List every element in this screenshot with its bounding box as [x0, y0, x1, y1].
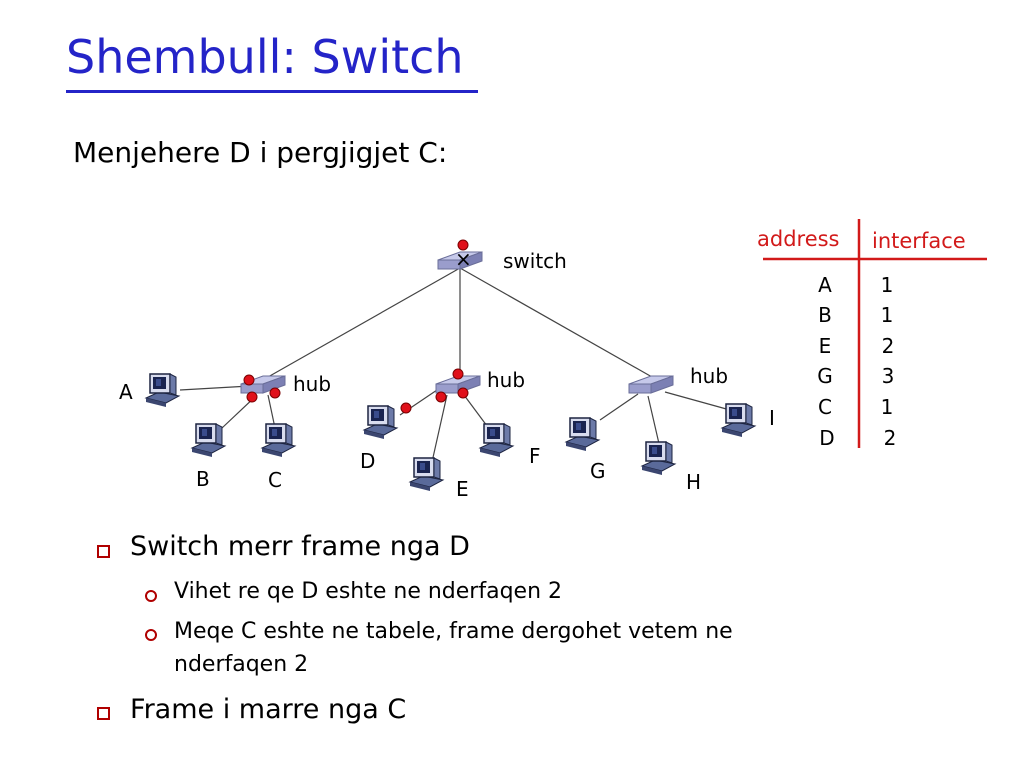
host-i-computer-icon	[721, 403, 756, 438]
table-cell-interface: 1	[881, 303, 894, 327]
host-label-a: A	[119, 380, 133, 404]
host-c-computer-icon	[261, 423, 296, 458]
table-cell-address: G	[817, 364, 833, 388]
host-f-computer-icon	[479, 423, 514, 458]
host-label-g: G	[590, 459, 606, 483]
table-cell-address: C	[818, 395, 832, 419]
host-d-computer-icon	[363, 405, 398, 440]
switch-table: address interface A 1 B 1 E 2 G 3 C 1 D …	[757, 219, 987, 450]
circle-bullet-icon	[145, 590, 157, 602]
interface-markers	[243, 239, 469, 414]
slide-subtitle: Menjehere D i pergjigjet C:	[73, 136, 448, 169]
host-label-f: F	[529, 444, 541, 468]
host-label-e: E	[456, 477, 469, 501]
bullet-1-text: Switch merr frame nga D	[130, 531, 470, 562]
switch-label: switch	[503, 249, 567, 273]
host-label-i: I	[769, 406, 775, 430]
host-label-c: C	[268, 468, 282, 492]
hub-right-label: hub	[690, 364, 728, 388]
sub-bullet-2: Meqe C eshte ne tabele, frame dergohet v…	[174, 619, 733, 644]
table-cell-interface: 1	[881, 273, 894, 297]
table-header-address: address	[757, 227, 840, 251]
sub-bullet-1: Vihet re qe D eshte ne nderfaqen 2	[174, 579, 563, 604]
hub-middle-label: hub	[487, 368, 525, 392]
bullet-2-text: Frame i marre nga C	[130, 694, 407, 725]
table-header-interface: interface	[872, 229, 966, 253]
table-cell-interface: 1	[881, 395, 894, 419]
title-underline	[66, 90, 478, 93]
square-bullet-icon	[97, 545, 110, 558]
host-a-computer-icon	[145, 373, 180, 408]
table-cell-interface: 2	[884, 426, 897, 450]
table-cell-interface: 2	[882, 334, 895, 358]
sub-bullet-2-continuation: nderfaqen 2	[174, 652, 309, 677]
host-b-computer-icon	[191, 423, 226, 458]
slide-title: Shembull: Switch	[66, 30, 464, 84]
host-label-h: H	[686, 470, 701, 494]
host-e-computer-icon	[409, 457, 444, 492]
table-cell-address: D	[819, 426, 834, 450]
host-label-d: D	[360, 449, 375, 473]
table-cell-address: E	[819, 334, 832, 358]
host-label-b: B	[196, 467, 210, 491]
circle-bullet-icon	[145, 629, 157, 641]
table-cell-address: B	[818, 303, 832, 327]
hub-right	[628, 375, 674, 394]
table-cell-interface: 3	[882, 364, 895, 388]
table-cell-address: A	[818, 273, 832, 297]
network-links	[179, 267, 731, 463]
hub-left-label: hub	[293, 372, 331, 396]
switch-device: ×	[437, 247, 483, 271]
host-g-computer-icon	[565, 417, 600, 452]
switch-x-mark: ×	[455, 247, 472, 271]
square-bullet-icon	[97, 707, 110, 720]
host-h-computer-icon	[641, 441, 676, 476]
